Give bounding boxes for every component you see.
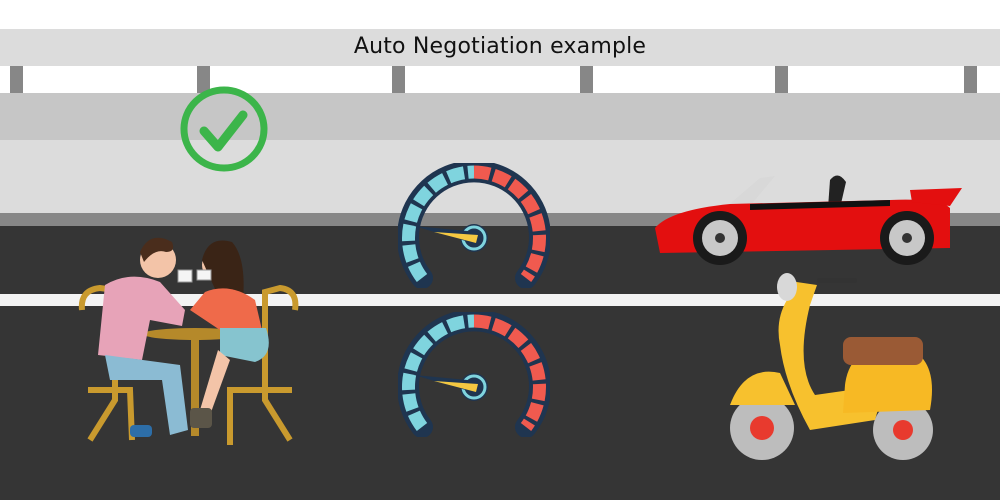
railing-post <box>392 66 405 93</box>
yellow-scooter <box>730 273 933 460</box>
couple-at-cafe-table <box>78 237 299 445</box>
speedometer-icon-top <box>398 163 550 288</box>
railing-post <box>197 66 210 93</box>
speedometer-icon-bottom <box>398 312 550 437</box>
wall-band <box>0 93 1000 140</box>
railing-post <box>10 66 23 93</box>
railing-post <box>775 66 788 93</box>
railing-post <box>580 66 593 93</box>
check-circle-icon <box>180 86 268 172</box>
page-title: Auto Negotiation example <box>353 34 647 59</box>
red-convertible-car <box>655 175 962 265</box>
title-banner <box>0 29 1000 66</box>
railing-post <box>964 66 977 93</box>
